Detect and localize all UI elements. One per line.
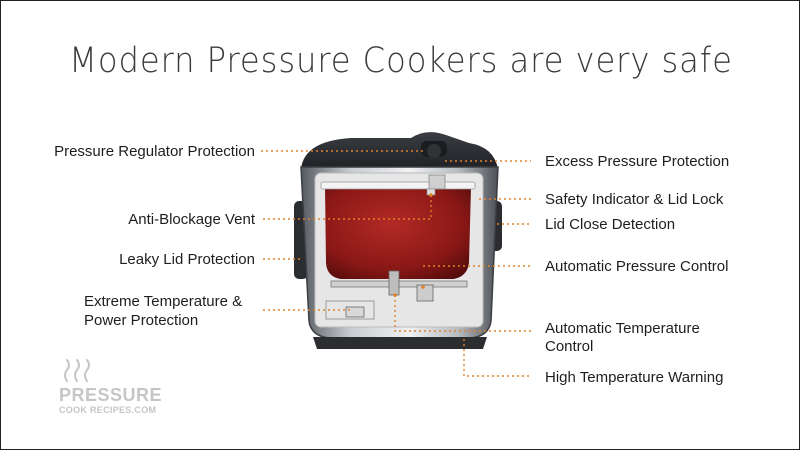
label-lid-close: Lid Close Detection xyxy=(545,216,676,233)
lid xyxy=(301,132,498,169)
logo-subtitle: COOK RECIPES.COM xyxy=(59,405,157,415)
inner-pot xyxy=(325,187,471,279)
leader-lines xyxy=(261,150,531,377)
label-auto-temp-line2: Control xyxy=(545,338,594,355)
label-pressure-regulator: Pressure Regulator Protection xyxy=(54,143,255,160)
temperature-sensor xyxy=(388,270,400,296)
label-auto-pressure: Automatic Pressure Control xyxy=(545,258,729,275)
label-leaky-lid: Leaky Lid Protection xyxy=(119,251,255,268)
steam-icon xyxy=(64,359,90,382)
label-extreme-temp-line1: Extreme Temperature & xyxy=(84,293,243,310)
pot-rim xyxy=(320,181,476,190)
pressure-valve xyxy=(427,144,441,158)
leader-dots xyxy=(393,193,433,297)
label-extreme-temp-line2: Power Protection xyxy=(84,312,199,329)
leader-high-temp xyxy=(463,339,531,377)
leader-anti-blockage xyxy=(263,195,432,220)
circuit-board xyxy=(325,300,375,320)
label-excess-pressure: Excess Pressure Protection xyxy=(545,153,730,170)
label-auto-temp-line1: Automatic Temperature xyxy=(545,320,700,337)
label-anti-blockage-vent: Anti-Blockage Vent xyxy=(128,211,255,228)
leader-auto-temp xyxy=(394,295,531,332)
thermal-fuse xyxy=(345,306,365,318)
label-safety-indicator: Safety Indicator & Lid Lock xyxy=(545,191,724,208)
cooker-base xyxy=(313,337,487,349)
label-high-temp: High Temperature Warning xyxy=(545,369,724,386)
float-valve xyxy=(428,174,446,190)
page-title: Modern Pressure Cookers are very safe xyxy=(69,41,733,81)
pressure-switch xyxy=(416,284,434,302)
logo-name: PRESSURE xyxy=(59,385,163,405)
